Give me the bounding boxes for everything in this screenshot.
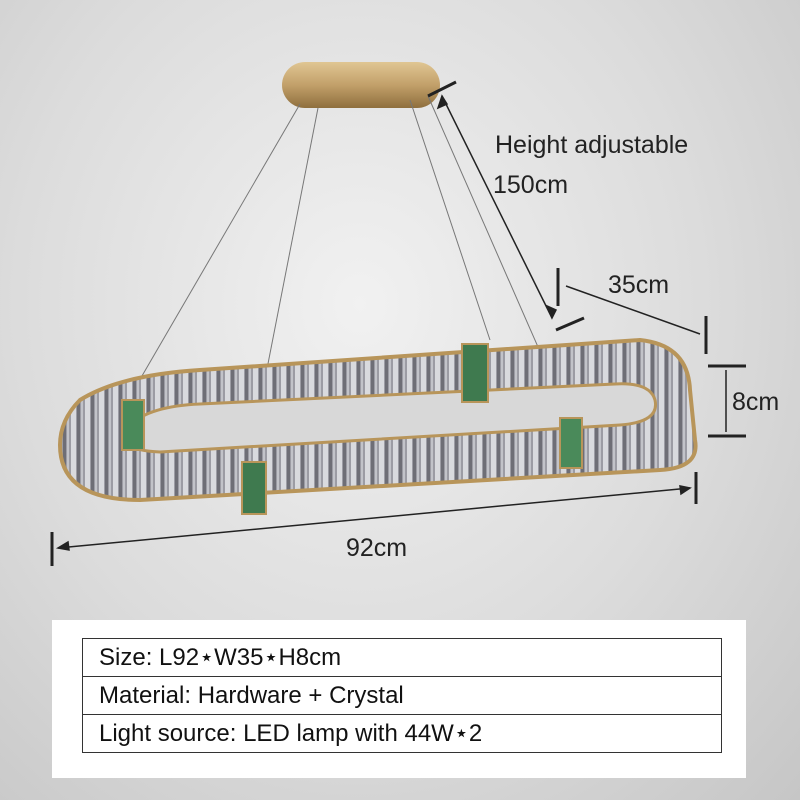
height-value-label: 150cm — [493, 171, 569, 199]
spec-material: Material: Hardware + Crystal — [82, 676, 722, 715]
spec-light-source: Light source: LED lamp with 44W⋆2 — [82, 714, 722, 753]
table-row: Size: L92⋆W35⋆H8cm — [82, 638, 722, 677]
ring-height-label: 8cm — [732, 388, 780, 416]
width-label: 35cm — [608, 271, 670, 299]
spec-size: Size: L92⋆W35⋆H8cm — [82, 638, 722, 677]
height-adjustable-label: Height adjustable — [495, 131, 689, 159]
specs-panel: Size: L92⋆W35⋆H8cm Material: Hardware + … — [52, 620, 746, 778]
specs-table: Size: L92⋆W35⋆H8cm Material: Hardware + … — [82, 638, 722, 753]
length-label: 92cm — [346, 534, 408, 562]
table-row: Material: Hardware + Crystal — [82, 676, 722, 715]
ceiling-canopy — [282, 62, 440, 108]
accent-blocks — [121, 343, 583, 515]
table-row: Light source: LED lamp with 44W⋆2 — [82, 714, 722, 753]
dimension-lines — [50, 80, 746, 566]
crystal-ring — [58, 338, 698, 502]
